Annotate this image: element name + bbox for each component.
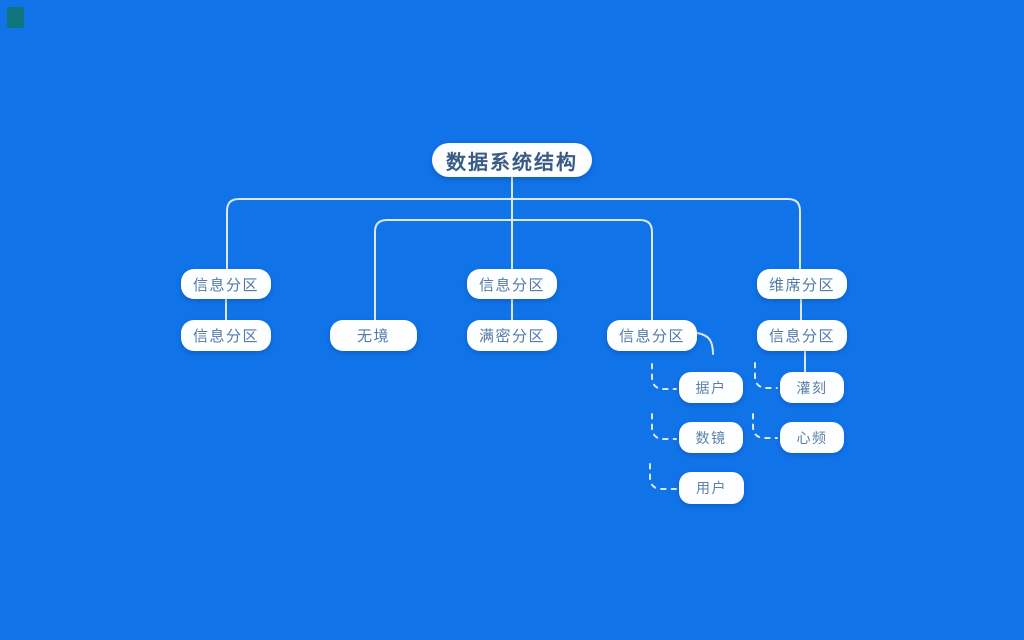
connector-dashed-leaf-c5-1 [754,362,778,389]
node-leaf-c5-2[interactable]: 心频 [780,422,844,453]
node-branch5-child[interactable]: 信息分区 [757,320,847,351]
node-branch3-child[interactable]: 满密分区 [467,320,557,351]
connector-branch4-curve [696,332,714,355]
node-leaf-c4-3[interactable]: 用户 [679,472,744,504]
node-leaf-c4-2[interactable]: 数镜 [679,422,743,453]
connector-dashed-leaf-c5-2 [752,413,778,439]
node-branch4[interactable]: 信息分区 [607,320,697,351]
node-branch1-top[interactable]: 信息分区 [181,269,271,299]
connector-rail-outer [226,198,801,270]
node-leaf-c5-1[interactable]: 灌刻 [780,372,844,403]
connector-dashed-leaf-c4-3 [649,463,677,490]
node-branch1-child[interactable]: 信息分区 [181,320,271,351]
node-root[interactable]: 数据系统结构 [432,143,592,177]
node-branch2-child[interactable]: 无境 [330,320,417,351]
node-leaf-c4-1[interactable]: 据户 [679,372,743,403]
connector-dashed-leaf-c4-1 [651,363,677,390]
corner-mark [7,7,24,28]
connector-dashed-leaf-c4-2 [651,413,677,440]
node-branch3-top[interactable]: 信息分区 [467,269,557,299]
node-branch5-top[interactable]: 维席分区 [757,269,847,299]
